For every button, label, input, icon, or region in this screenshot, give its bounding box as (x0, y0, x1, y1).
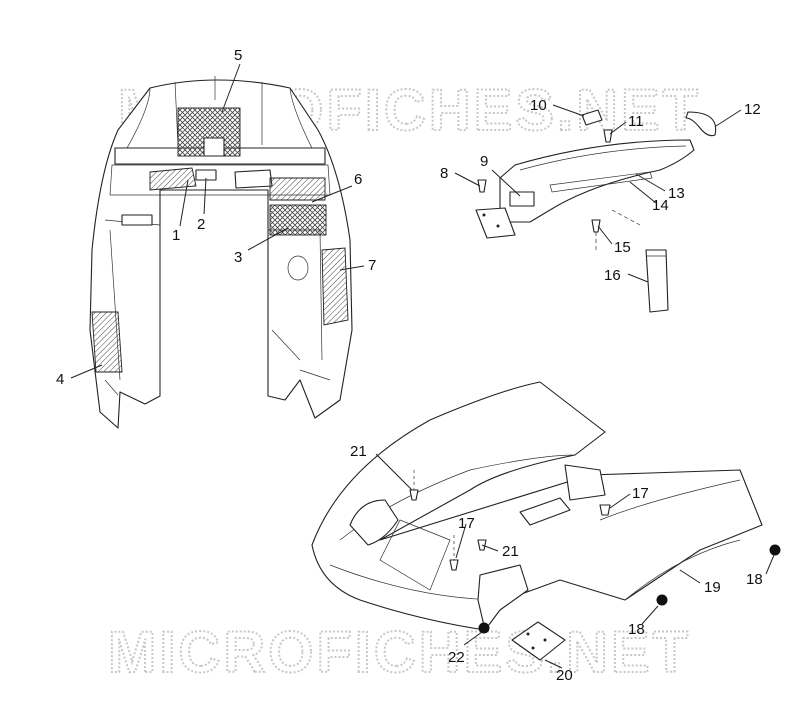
callout-15: 15 (614, 239, 631, 256)
callout-17-right: 17 (632, 485, 649, 502)
callout-2: 2 (197, 216, 205, 233)
hood-assembly (89, 76, 353, 429)
callout-8: 8 (440, 165, 448, 182)
watermark-bottom: MICROFICHES.NET (108, 620, 691, 685)
callout-3: 3 (234, 249, 242, 266)
callout-11: 11 (628, 113, 644, 130)
callout-18-left: 18 (628, 621, 645, 638)
callout-10: 10 (530, 97, 547, 114)
callout-21-lower: 21 (502, 543, 519, 560)
callout-5: 5 (234, 47, 242, 64)
callout-17-left: 17 (458, 515, 475, 532)
callout-12: 12 (744, 101, 761, 118)
callout-labels: 5 1 2 3 4 6 7 8 9 10 11 12 13 14 15 16 1… (56, 47, 763, 684)
seat-bracket-assembly (475, 109, 717, 313)
callout-19: 19 (704, 579, 721, 596)
leader-lines (70, 63, 775, 669)
callout-13: 13 (668, 185, 685, 202)
callout-4: 4 (56, 371, 64, 388)
callout-6: 6 (354, 171, 362, 188)
callout-14: 14 (652, 197, 669, 214)
callout-9: 9 (480, 153, 488, 170)
callout-16: 16 (604, 267, 621, 284)
callout-20: 20 (556, 667, 573, 684)
callout-7: 7 (368, 257, 376, 274)
callout-18-right: 18 (746, 571, 763, 588)
callout-21-upper: 21 (350, 443, 367, 460)
callout-1: 1 (172, 227, 180, 244)
lower-frame-assembly (311, 381, 781, 661)
callout-22: 22 (448, 649, 465, 666)
